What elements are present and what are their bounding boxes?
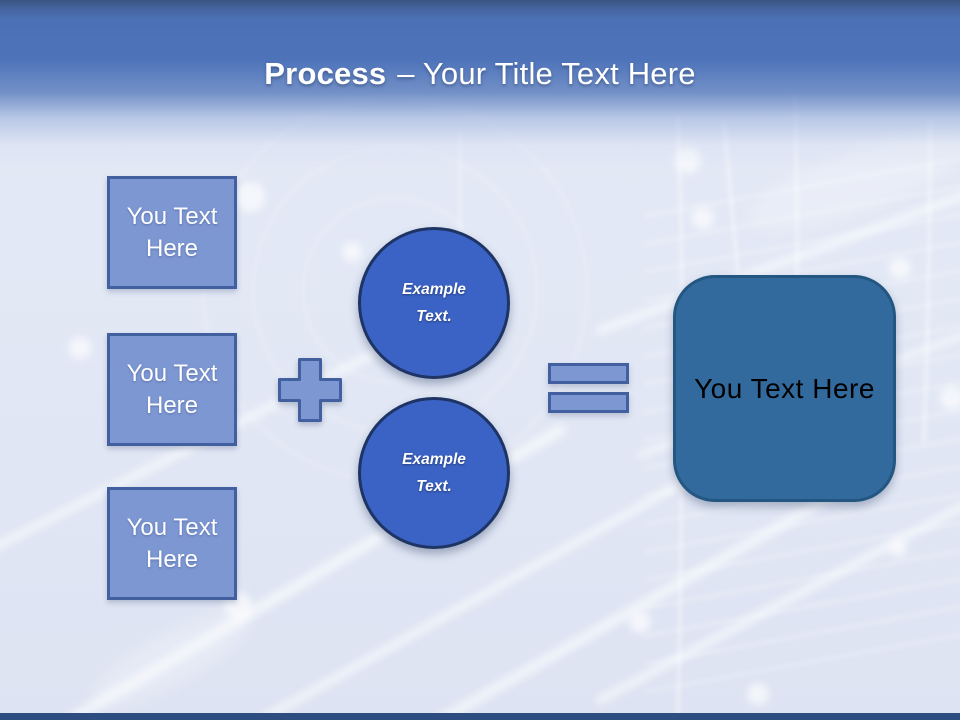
- example-circle-1: Example Text.: [358, 227, 510, 379]
- equals-icon: [548, 363, 629, 413]
- example-circle-2: Example Text.: [358, 397, 510, 549]
- title-subtitle: – Your Title Text Here: [397, 56, 696, 91]
- input-box-1-label: You Text Here: [126, 202, 218, 262]
- example-circle-1-label: Example Text.: [402, 280, 466, 325]
- input-box-1: You Text Here: [107, 176, 237, 289]
- result-box-label: You Text Here: [694, 372, 875, 404]
- slide-title: Process – Your Title Text Here: [0, 56, 960, 92]
- example-circle-2-label: Example Text.: [402, 450, 466, 495]
- equals-bar-top: [548, 363, 629, 384]
- input-box-3-label: You Text Here: [126, 513, 218, 573]
- input-box-2-label: You Text Here: [126, 359, 218, 419]
- result-box: You Text Here: [673, 275, 896, 502]
- header-gradient: [0, 0, 960, 168]
- input-box-3: You Text Here: [107, 487, 237, 600]
- title-keyword: Process: [264, 56, 387, 91]
- plus-icon: [278, 358, 342, 422]
- footer-bar: [0, 713, 960, 720]
- equals-bar-bottom: [548, 392, 629, 413]
- input-box-2: You Text Here: [107, 333, 237, 446]
